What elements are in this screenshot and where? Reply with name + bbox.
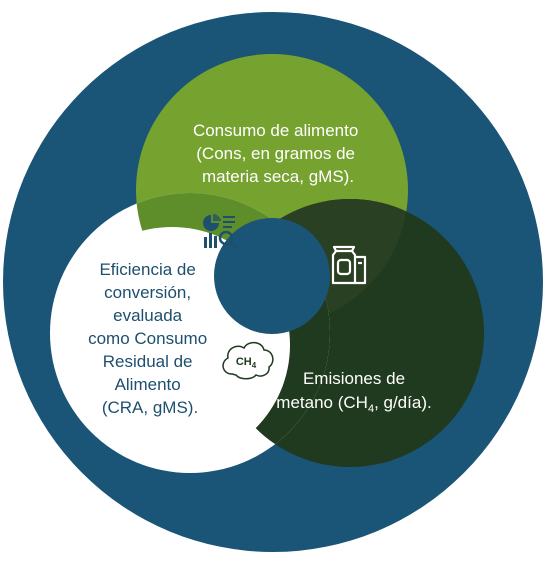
efficiency-label-line: evaluada [113, 306, 183, 325]
feed-label-line: materia seca, gMS). [202, 167, 354, 186]
feed-bag-icon [331, 245, 367, 285]
efficiency-label-line: como Consumo [88, 329, 207, 348]
methane-label-subscript: 4 [368, 403, 374, 415]
efficiency-label-line: Residual de [103, 352, 193, 371]
efficiency-label-line: Eficiencia de [99, 260, 195, 279]
feed-label-line: Consumo de alimento [193, 121, 358, 140]
center-overlap [214, 218, 330, 334]
efficiency-label-line: conversión, [104, 283, 191, 302]
efficiency-label-line: Alimento [115, 375, 181, 394]
efficiency-label-line: (CRA, gMS). [102, 398, 198, 417]
methane-label-line1: Emisiones de [303, 369, 405, 388]
methane-icon-label: CH4 [236, 356, 257, 370]
feed-label: Consumo de alimento (Cons, en gramos de … [193, 121, 363, 186]
feed-label-line: (Cons, en gramos de [196, 144, 355, 163]
methane-cloud-icon: CH4 [222, 341, 274, 380]
methane-label-suffix: , g/día). [374, 393, 432, 412]
methane-label-line2: metano (CH4, g/día). [276, 393, 431, 415]
efficiency-label: Eficiencia de conversión, evaluada como … [88, 260, 212, 417]
methane-icon-subscript: 4 [252, 361, 257, 370]
data-analysis-icon [203, 213, 238, 250]
methane-icon-text: CH [236, 356, 252, 368]
methane-label-prefix: metano (CH [276, 393, 368, 412]
